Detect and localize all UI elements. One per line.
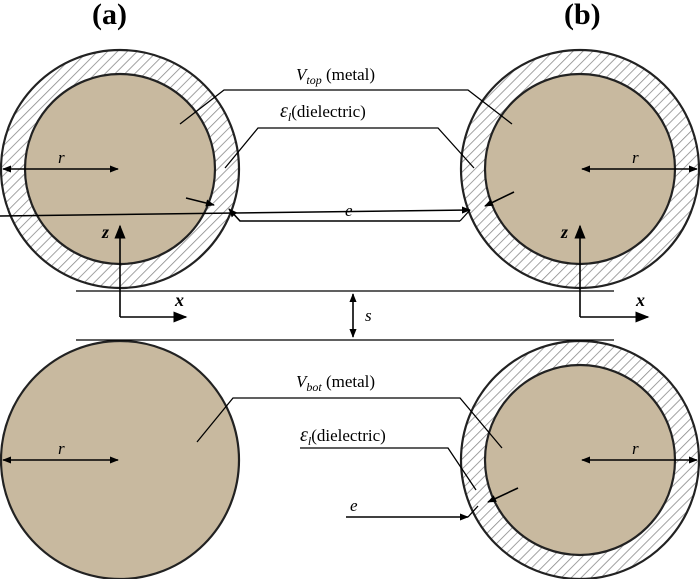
eps-bot-leader [300, 447, 477, 491]
v-top-leader [179, 89, 513, 125]
x-axis-label-right: x [635, 290, 645, 310]
eps-bot-label: εl(dielectric) [300, 424, 386, 448]
x-axis-label-left: x [174, 290, 184, 310]
e-bot-label: e [350, 496, 358, 515]
panel-label-a: (a) [92, 0, 127, 31]
radius-label-top-right: r [632, 148, 639, 167]
bottom-right-conductor [459, 339, 700, 579]
v-top-label: Vtop (metal) [296, 65, 375, 87]
radius-label-bottom-right: r [632, 439, 639, 458]
radius-label-bottom-left: r [58, 439, 65, 458]
v-bot-leader [196, 397, 503, 449]
z-axis-label-left: z [101, 222, 109, 242]
metal-core-bottom-left [0, 339, 241, 579]
axes-right: z x [560, 222, 650, 323]
eps-top-leader [224, 127, 475, 169]
panel-label-b: (b) [564, 0, 601, 31]
radius-label-top-left: r [58, 148, 65, 167]
v-bot-label: Vbot (metal) [296, 372, 375, 394]
z-axis-label-right: z [560, 222, 568, 242]
e-top-label: e [345, 201, 353, 220]
eps-top-label: εl(dielectric) [280, 100, 366, 124]
top-left-conductor [0, 48, 241, 290]
e-top-dimension: e [0, 191, 515, 222]
axes-left: z x [101, 222, 188, 323]
gap-s-label: s [365, 306, 372, 325]
e-bot-dimension: e [346, 487, 519, 521]
bottom-left-conductor [0, 339, 241, 579]
